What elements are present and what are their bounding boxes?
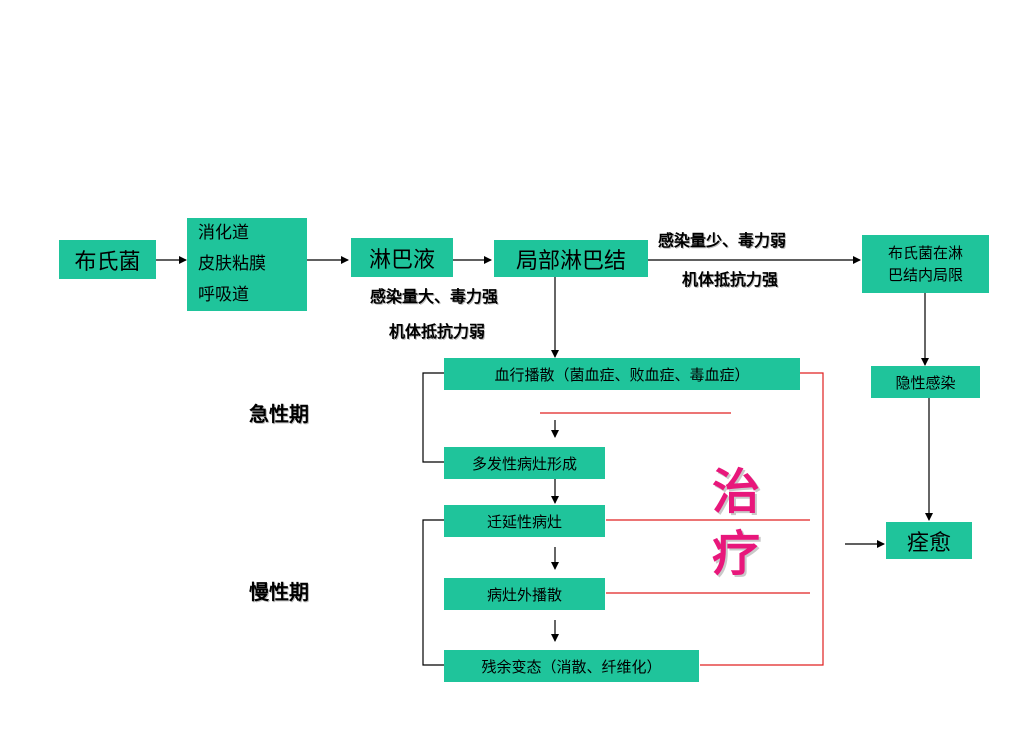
node-bacteremia-label: 血行播散（菌血症、败血症、毒血症） (494, 365, 750, 384)
node-prolonged-foci-label: 迁延性病灶 (486, 512, 562, 531)
node-multiple-foci-label: 多发性病灶形成 (471, 454, 577, 473)
node-latent-infection: 隐性感染 (871, 366, 980, 398)
node-multiple-foci: 多发性病灶形成 (444, 447, 605, 479)
node-local-lymph-node-label: 局部淋巴结 (515, 248, 626, 274)
treatment-char-1: 治 (712, 464, 761, 520)
label-weak-infection: 感染量少、毒力弱 (658, 231, 787, 250)
treatment-bracket (700, 372, 824, 666)
label-strong-resistance: 机体抵抗力强 (682, 270, 779, 289)
node-residual-allergy-label: 残余变态（消散、纤维化） (481, 657, 662, 676)
node-foci-spread-label: 病灶外播散 (486, 585, 562, 604)
phase-acute: 急性期 (249, 402, 309, 426)
node-foci-spread: 病灶外播散 (444, 578, 605, 610)
node-confined-line-1: 布氏菌在淋 (887, 244, 963, 262)
node-cured-label: 痊愈 (906, 530, 951, 556)
treatment-char-2: 疗 (712, 526, 761, 582)
route-respiratory: 呼吸道 (198, 285, 249, 305)
node-confined: 布氏菌在淋 巴结内局限 (862, 235, 989, 293)
route-digestive: 消化道 (198, 223, 249, 243)
node-residual-allergy: 残余变态（消散、纤维化） (444, 650, 699, 682)
label-weak-resistance: 机体抵抗力弱 (389, 322, 486, 341)
node-lymph-fluid-label: 淋巴液 (368, 247, 435, 273)
label-strong-infection: 感染量大、毒力强 (370, 287, 499, 306)
node-routes: 消化道 皮肤粘膜 呼吸道 (187, 218, 307, 311)
node-confined-line-2: 巴结内局限 (887, 266, 963, 284)
node-cured: 痊愈 (886, 522, 972, 559)
node-prolonged-foci: 迁延性病灶 (444, 505, 605, 537)
route-skin-mucosa: 皮肤粘膜 (198, 254, 266, 274)
phase-chronic: 慢性期 (249, 580, 309, 604)
node-lymph-fluid: 淋巴液 (351, 238, 453, 277)
chronic-bracket (422, 519, 444, 666)
acute-bracket (422, 372, 444, 463)
node-local-lymph-node: 局部淋巴结 (494, 240, 648, 277)
node-bacteria-label: 布氏菌 (74, 249, 141, 275)
node-bacteria: 布氏菌 (59, 240, 156, 279)
node-latent-infection-label: 隐性感染 (895, 373, 956, 392)
node-bacteremia: 血行播散（菌血症、败血症、毒血症） (444, 358, 800, 390)
